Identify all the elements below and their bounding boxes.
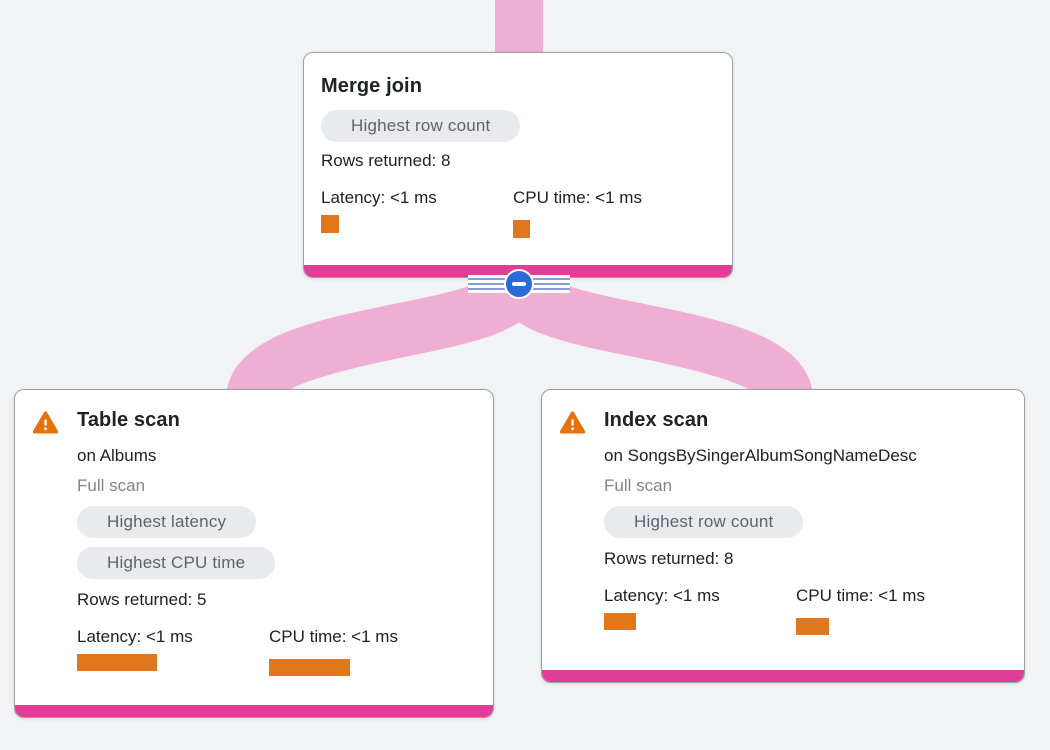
minus-icon <box>512 282 526 286</box>
node-title: Merge join <box>321 75 423 97</box>
latency-label: Latency: <1 ms <box>321 188 437 207</box>
scan-type: Full scan <box>604 476 673 495</box>
latency-metric: Latency: <1 ms <box>321 187 513 238</box>
badge-stack: Highest row count <box>604 506 988 538</box>
cpu-time-bar <box>796 618 829 635</box>
badge-highest-row-count: Highest row count <box>604 506 804 538</box>
warning-icon <box>32 407 77 435</box>
metrics-row: Latency: <1 ms CPU time: <1 ms <box>604 585 988 635</box>
edge-merge-join-to-table-scan <box>226 272 544 405</box>
scan-target: on Albums <box>77 446 157 465</box>
metrics-row: Latency: <1 ms CPU time: <1 ms <box>321 187 715 238</box>
latency-label: Latency: <1 ms <box>604 586 720 605</box>
badge-highest-row-count: Highest row count <box>321 110 521 142</box>
cpu-metric: CPU time: <1 ms <box>513 187 705 238</box>
latency-metric: Latency: <1 ms <box>77 626 269 676</box>
badge-highest-latency: Highest latency <box>77 506 257 538</box>
cpu-time-label: CPU time: <1 ms <box>796 586 925 605</box>
latency-bar <box>604 613 636 630</box>
node-merge-join[interactable]: Merge join Highest row count Rows return… <box>303 52 733 278</box>
scan-type: Full scan <box>77 476 146 495</box>
node-accent-bar <box>542 670 1024 682</box>
node-index-scan[interactable]: Index scan on SongsBySingerAlbumSongName… <box>541 389 1025 683</box>
rows-returned-text: Rows returned: 5 <box>77 590 207 609</box>
cpu-metric: CPU time: <1 ms <box>796 585 988 635</box>
latency-bar <box>321 215 339 233</box>
collapse-children-button[interactable] <box>504 269 534 299</box>
rows-returned-text: Rows returned: 8 <box>604 549 734 568</box>
node-accent-bar <box>15 705 493 717</box>
latency-metric: Latency: <1 ms <box>604 585 796 635</box>
badge-stack: Highest latency Highest CPU time <box>77 506 461 579</box>
cpu-time-bar <box>269 659 350 676</box>
metrics-row: Latency: <1 ms CPU time: <1 ms <box>77 626 461 676</box>
cpu-time-bar <box>513 220 530 238</box>
warning-icon <box>559 407 604 435</box>
latency-bar <box>77 654 157 671</box>
edge-merge-join-to-index-scan <box>494 271 813 405</box>
edge-parent-to-merge-join <box>495 0 543 58</box>
node-title: Table scan <box>77 409 180 431</box>
latency-label: Latency: <1 ms <box>77 627 193 646</box>
node-table-scan[interactable]: Table scan on Albums Full scan Highest l… <box>14 389 494 718</box>
scan-target: on SongsBySingerAlbumSongNameDesc <box>604 446 917 465</box>
node-title: Index scan <box>604 409 709 431</box>
cpu-time-label: CPU time: <1 ms <box>513 188 642 207</box>
badge-highest-cpu-time: Highest CPU time <box>77 547 276 579</box>
cpu-time-label: CPU time: <1 ms <box>269 627 398 646</box>
rows-returned-text: Rows returned: 8 <box>321 151 451 170</box>
cpu-metric: CPU time: <1 ms <box>269 626 461 676</box>
